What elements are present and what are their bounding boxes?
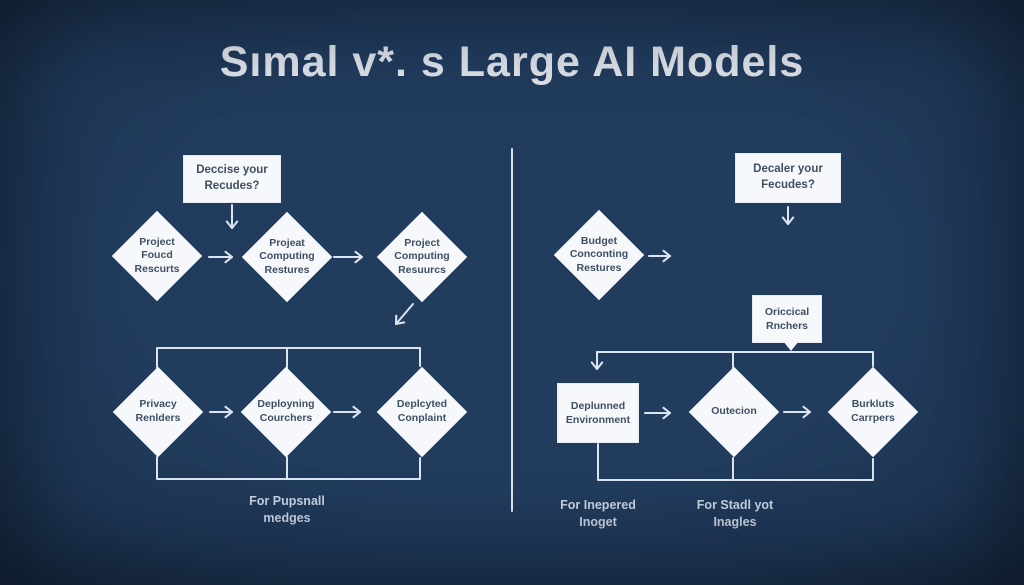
callout-tail xyxy=(783,341,799,351)
right-bottom-rail xyxy=(597,443,874,481)
right-decision-label: Decaler your Fecudes? xyxy=(753,163,823,191)
right-callout-box: Oriccical Rnchers xyxy=(752,295,822,351)
right-decision-box: Decaler your Fecudes? xyxy=(735,153,841,203)
right-outecion-diamond: Outecion xyxy=(688,366,780,458)
right-burkluts-diamond: Burkluts Carrpers xyxy=(827,366,919,458)
left-decision-label: Deccise your Recudes? xyxy=(196,164,268,192)
diamond-label: Burkluts Carrpers xyxy=(851,398,895,424)
left-decision-box: Deccise your Recudes? xyxy=(183,155,281,203)
right-environment-box: Deplunned Environment xyxy=(557,383,639,443)
left-row2-diamond-2: Deployning Courchers xyxy=(240,366,332,458)
page-title: Sımal v*. s Large AI Models xyxy=(219,38,805,86)
left-diagonal-arrow xyxy=(394,303,414,326)
diamond-label: Budget Conconting Restures xyxy=(569,234,629,274)
diamond-label: Projeat Computing Restures xyxy=(259,236,315,276)
diamond-label: Project Computing Resuurcs xyxy=(394,236,450,276)
diamond-label: Deployning Courchers xyxy=(257,398,315,424)
right-flow-caption-1: For Inepered Inoget xyxy=(560,498,636,529)
left-row1-diamond-2: Projeat Computing Restures xyxy=(241,211,333,303)
left-flow-caption: For Pupsnall medges xyxy=(249,494,325,525)
left-row2-diamond-3: Deplcyted Conplaint xyxy=(376,366,468,458)
left-top-rail xyxy=(156,347,421,369)
right-flow-caption-2: For Stadl yot Inagles xyxy=(696,498,774,529)
left-row2-diamond-1: Privacy Renlders xyxy=(112,366,204,458)
left-row1-diamond-1: Project Foucd Rescurts xyxy=(111,210,203,302)
right-budget-diamond: Budget Conconting Restures xyxy=(553,209,645,301)
left-row1-diamond-3: Project Computing Resuurcs xyxy=(376,211,468,303)
right-top-rail xyxy=(596,351,874,367)
diamond-label: Deplcyted Conplaint xyxy=(396,398,448,424)
environment-label: Deplunned Environment xyxy=(565,399,631,426)
diamond-label: Privacy Renlders xyxy=(135,398,181,424)
diamond-label: Project Foucd Rescurts xyxy=(134,235,180,275)
callout-label: Oriccical Rnchers xyxy=(764,305,810,332)
diamond-label: Outecion xyxy=(711,405,757,418)
left-bottom-rail xyxy=(156,456,421,480)
